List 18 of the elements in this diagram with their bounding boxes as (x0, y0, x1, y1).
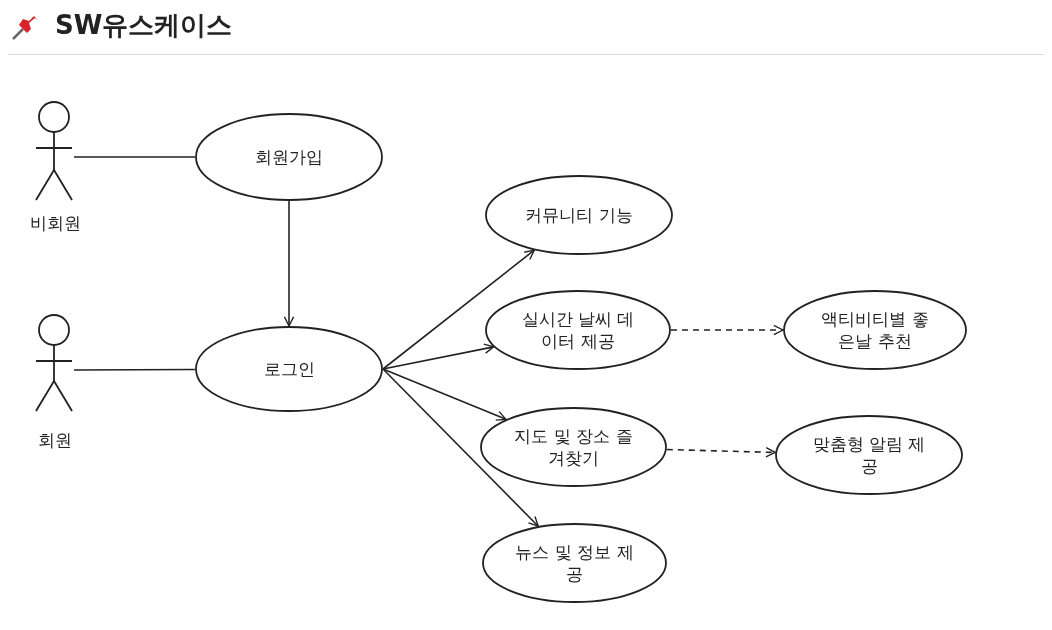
use-case-label: 뉴스 및 정보 제공 (514, 540, 635, 586)
use-case-label: 맞춤형 알림 제공 (811, 432, 927, 478)
use-case-label: 커뮤니티 기능 (525, 203, 633, 227)
arrow (666, 446, 776, 458)
title: SW유스케이스 (55, 9, 233, 42)
arrow (283, 200, 295, 327)
arrow (382, 343, 495, 370)
arrow (382, 368, 539, 527)
use-case-label: 지도 및 장소 즐겨찾기 (513, 424, 634, 470)
arrow (670, 324, 784, 336)
use-case-label: 로그인 (263, 357, 315, 381)
use-case-label: 실시간 날씨 데이터 제공 (520, 307, 636, 353)
arrow (382, 368, 507, 421)
actor-name: 회원 (38, 429, 72, 452)
actor-name: 비회원 (30, 212, 81, 235)
use-case-label: 회원가입 (255, 145, 323, 169)
arrow (382, 249, 536, 370)
use-case-label: 액티비티별 좋은날 추천 (820, 307, 930, 353)
